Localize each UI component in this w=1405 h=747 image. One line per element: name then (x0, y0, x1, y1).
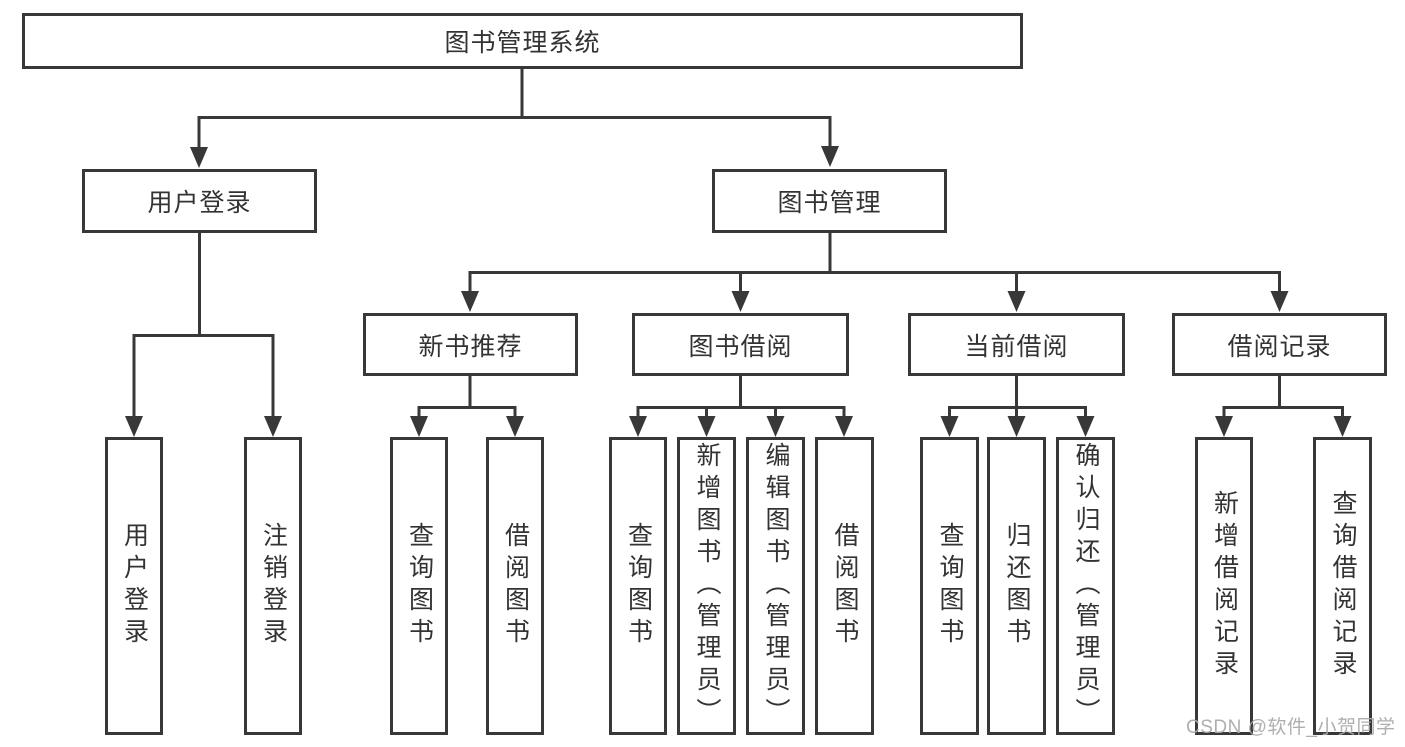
node-book-borrowing-label: 图书借阅 (688, 332, 793, 361)
leaf-borrow-books-borrowing-label: 借阅图书 (831, 522, 859, 650)
node-book-borrowing: 图书借阅 (632, 313, 849, 376)
edges-root-to-level2 (197, 67, 832, 151)
leaf-return-books-label: 归还图书 (1003, 522, 1031, 650)
leaf-confirm-return-admin-label: 确认归还（管理员） (1072, 442, 1100, 730)
leaf-add-borrow-record: 新增借阅记录 (1195, 437, 1253, 735)
edges-user-login-children (132, 231, 275, 419)
leaf-edit-book-admin: 编辑图书（管理员） (746, 437, 805, 735)
leaf-query-books-current: 查询图书 (920, 437, 979, 735)
node-user-login: 用户登录 (82, 169, 317, 233)
arrowheads-user-login-children (125, 416, 282, 437)
edges-book-management-children (468, 231, 1281, 294)
leaf-user-login: 用户登录 (105, 437, 163, 735)
leaf-query-books-current-label: 查询图书 (936, 522, 964, 650)
node-root-label: 图书管理系统 (444, 29, 601, 57)
node-book-management-label: 图书管理 (777, 189, 882, 217)
node-borrowing-records-label: 借阅记录 (1227, 332, 1332, 361)
arrowheads-book-borrowing-children (629, 416, 853, 437)
edges-new-book-recommend-children (417, 374, 517, 419)
leaf-query-books-borrowing: 查询图书 (609, 437, 667, 735)
arrowheads-borrowing-records-children (1215, 416, 1352, 437)
leaf-borrow-books-borrowing: 借阅图书 (815, 437, 874, 735)
leaf-add-book-admin-label: 新增图书（管理员） (693, 442, 721, 730)
node-user-login-label: 用户登录 (147, 189, 252, 217)
edges-book-borrowing-children (636, 374, 846, 419)
leaf-add-borrow-record-label: 新增借阅记录 (1210, 490, 1239, 682)
leaf-confirm-return-admin: 确认归还（管理员） (1056, 437, 1115, 735)
edges-current-borrowing-children (948, 374, 1087, 419)
node-current-borrowing: 当前借阅 (908, 313, 1125, 376)
leaf-edit-book-admin-label: 编辑图书（管理员） (762, 442, 790, 730)
leaf-return-books: 归还图书 (987, 437, 1046, 735)
arrowheads-root-to-level2 (190, 146, 839, 168)
node-borrowing-records: 借阅记录 (1172, 313, 1387, 376)
node-new-book-recommend: 新书推荐 (363, 313, 578, 376)
leaf-user-login-label: 用户登录 (120, 522, 149, 650)
leaf-query-books-recommend-label: 查询图书 (405, 522, 434, 650)
leaf-query-borrow-record: 查询借阅记录 (1313, 437, 1372, 735)
arrowheads-current-borrowing-children (940, 416, 1095, 437)
arrowheads-new-book-recommend-children (410, 416, 524, 437)
node-current-borrowing-label: 当前借阅 (964, 332, 1069, 361)
watermark: CSDN @软件_小贺同学 (1186, 712, 1395, 739)
node-new-book-recommend-label: 新书推荐 (418, 332, 523, 361)
node-root: 图书管理系统 (22, 13, 1023, 69)
leaf-add-book-admin: 新增图书（管理员） (677, 437, 736, 735)
edges-borrowing-records-children (1222, 374, 1344, 419)
leaf-borrow-books-recommend: 借阅图书 (486, 437, 544, 735)
leaf-borrow-books-recommend-label: 借阅图书 (501, 522, 530, 650)
leaf-query-borrow-record-label: 查询借阅记录 (1329, 490, 1357, 682)
watermark-text: CSDN @软件_小贺同学 (1186, 717, 1396, 738)
leaf-logout-label: 注销登录 (259, 522, 288, 650)
leaf-logout: 注销登录 (244, 437, 302, 735)
node-book-management: 图书管理 (712, 169, 947, 233)
arrowheads-book-management-children (461, 291, 1289, 312)
leaf-query-books-borrowing-label: 查询图书 (624, 522, 653, 650)
leaf-query-books-recommend: 查询图书 (390, 437, 448, 735)
